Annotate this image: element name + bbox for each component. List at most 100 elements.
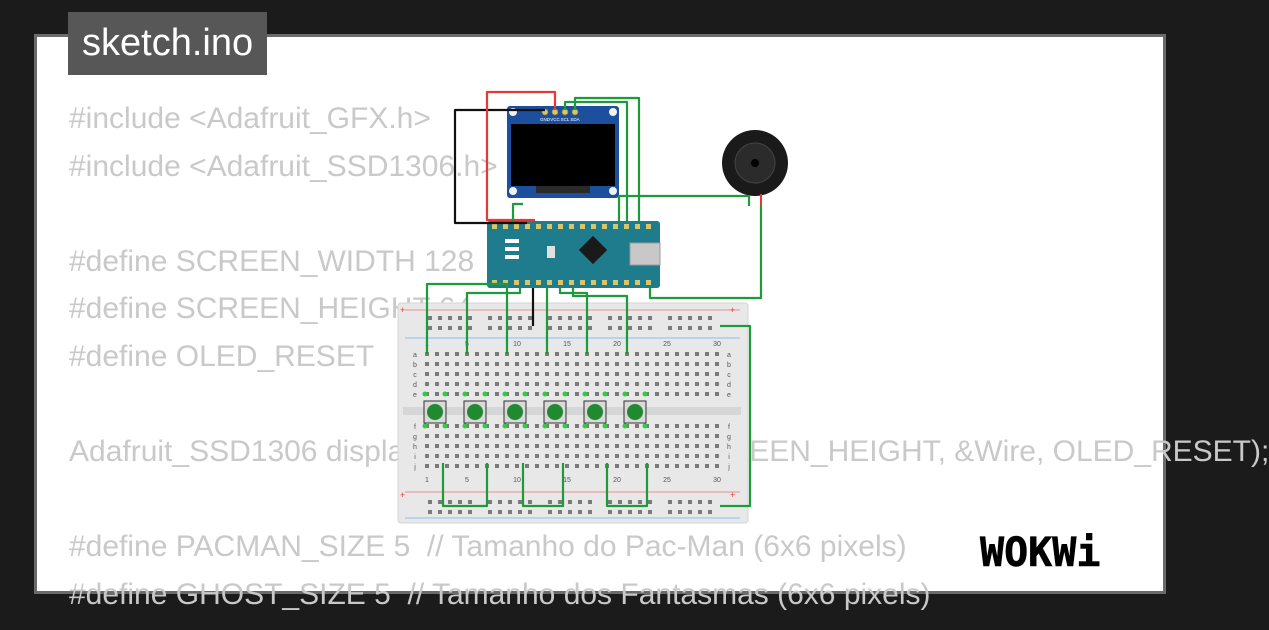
breadboard-hole: [645, 454, 649, 458]
breadboard-hole: [545, 382, 549, 386]
breadboard-hole: [435, 362, 439, 366]
breadboard-hole: [515, 424, 519, 428]
breadboard-hole: [675, 372, 679, 376]
breadboard-hole: [715, 444, 719, 448]
breadboard-hole: [435, 372, 439, 376]
breadboard-hole: [515, 464, 519, 468]
pin-highlight: [582, 423, 588, 429]
breadboard-hole: [575, 392, 579, 396]
breadboard-hole: [585, 372, 589, 376]
pin-highlight: [482, 391, 488, 397]
breadboard-hole: [645, 444, 649, 448]
breadboard-hole: [475, 372, 479, 376]
rail-hole: [698, 510, 702, 514]
breadboard-hole: [495, 382, 499, 386]
breadboard-hole: [655, 424, 659, 428]
breadboard-hole: [465, 382, 469, 386]
row-letter: e: [727, 392, 731, 399]
breadboard-hole: [575, 434, 579, 438]
breadboard-hole: [625, 372, 629, 376]
breadboard-hole: [485, 382, 489, 386]
rail-hole: [458, 500, 462, 504]
breadboard-hole: [445, 352, 449, 356]
rail-hole: [568, 316, 572, 320]
breadboard-hole: [455, 454, 459, 458]
breadboard-hole: [445, 434, 449, 438]
push-button-cap: [627, 404, 643, 420]
breadboard-hole: [535, 424, 539, 428]
rail-hole: [568, 500, 572, 504]
breadboard-hole: [695, 382, 699, 386]
pin-highlight: [602, 391, 608, 397]
breadboard-hole: [555, 392, 559, 396]
column-number: 30: [713, 341, 721, 348]
rail-hole: [628, 500, 632, 504]
breadboard-hole: [685, 444, 689, 448]
breadboard-hole: [525, 362, 529, 366]
rail-hole: [708, 326, 712, 330]
breadboard-hole: [445, 382, 449, 386]
breadboard-hole: [635, 352, 639, 356]
breadboard-hole: [695, 352, 699, 356]
rail-hole: [468, 316, 472, 320]
header-pin: [635, 224, 640, 229]
breadboard-hole: [515, 444, 519, 448]
rail-hole: [468, 510, 472, 514]
breadboard-hole: [535, 382, 539, 386]
breadboard-hole: [485, 434, 489, 438]
breadboard-holes: [425, 316, 719, 514]
breadboard-hole: [455, 434, 459, 438]
pin-highlight: [522, 423, 528, 429]
code-line: #define SCREEN_WIDTH 128: [69, 244, 475, 278]
breadboard-hole: [425, 464, 429, 468]
rail-hole: [508, 316, 512, 320]
rail-hole: [688, 500, 692, 504]
row-letter: j: [413, 464, 416, 471]
breadboard-hole: [495, 434, 499, 438]
breadboard-hole: [615, 382, 619, 386]
push-button-cap: [547, 404, 563, 420]
header-pin: [624, 224, 629, 229]
rail-hole: [588, 500, 592, 504]
breadboard-hole: [525, 372, 529, 376]
rail-hole: [698, 500, 702, 504]
breadboard-hole: [715, 372, 719, 376]
rail-hole: [498, 500, 502, 504]
breadboard-hole: [565, 382, 569, 386]
breadboard-hole: [435, 392, 439, 396]
breadboard-hole: [685, 464, 689, 468]
breadboard-hole: [525, 454, 529, 458]
rail-hole: [688, 510, 692, 514]
column-number: 20: [613, 341, 621, 348]
breadboard-hole: [425, 372, 429, 376]
breadboard-hole: [615, 464, 619, 468]
rail-plus-sign: +: [730, 305, 735, 315]
breadboard-hole: [545, 362, 549, 366]
breadboard-hole: [565, 444, 569, 448]
breadboard-hole: [595, 392, 599, 396]
breadboard-hole: [505, 454, 509, 458]
breadboard-hole: [435, 464, 439, 468]
pin-highlight: [462, 423, 468, 429]
rail-hole: [678, 510, 682, 514]
pin-highlight: [622, 423, 628, 429]
rail-hole: [688, 326, 692, 330]
rail-hole: [638, 500, 642, 504]
rail-hole: [708, 500, 712, 504]
breadboard-hole: [635, 372, 639, 376]
breadboard-hole: [545, 454, 549, 458]
breadboard-hole: [655, 382, 659, 386]
pin-highlight: [582, 391, 588, 397]
breadboard-hole: [435, 434, 439, 438]
breadboard-hole: [635, 424, 639, 428]
rail-hole: [668, 316, 672, 320]
rail-plus-sign: +: [400, 305, 405, 315]
breadboard-hole: [595, 464, 599, 468]
breadboard-hole: [445, 454, 449, 458]
rail-hole: [458, 510, 462, 514]
wire-gnd-black: [453, 108, 545, 225]
breadboard-hole: [555, 362, 559, 366]
breadboard-hole: [635, 454, 639, 458]
breadboard-hole: [435, 444, 439, 448]
